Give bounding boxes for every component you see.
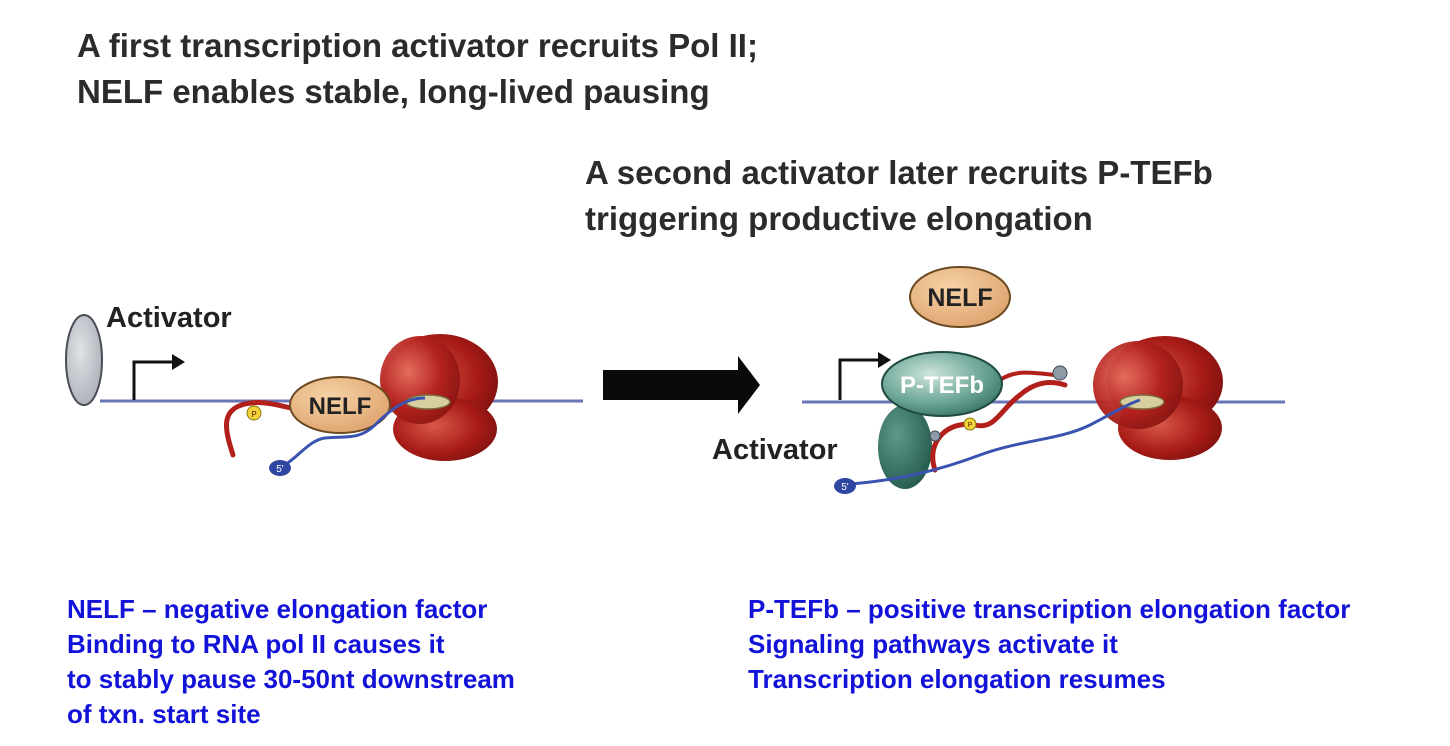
caption-ptefb-line-1: P-TEFb – positive transcription elongati… [748,594,1351,624]
right-rna-5prime-cap-icon: 5' [834,478,856,494]
heading-first-activator-line-1: A first transcription activator recruits… [77,27,758,64]
left-rna-5prime-label: 5' [276,464,284,475]
left-tss-arrow-icon [132,354,185,400]
right-phosphate-icon: P [963,417,977,431]
heading-second-activator-line-1: A second activator later recruits P-TEFb [585,154,1213,191]
right-ptefb-label: P-TEFb [900,372,984,399]
right-rna-5prime-label: 5' [841,482,849,493]
left-rna-5prime-cap-icon: 5' [269,460,291,476]
transition-arrow-icon [603,356,760,414]
left-nelf-label: NELF [309,393,372,420]
right-free-nelf-shape [909,266,1011,328]
right-ctd-red [998,370,1057,382]
left-pol-ii-shape [380,334,498,461]
caption-nelf-line-1: NELF – negative elongation factor [67,594,488,624]
heading-first-activator-line-2: NELF enables stable, long-lived pausing [77,73,710,110]
heading-first-activator: A first transcription activator recruits… [77,23,758,115]
left-panel: Activator NELF P 5' [65,302,583,476]
right-nelf-label: NELF [927,284,992,312]
right-rna-strand [849,398,1141,486]
right-ptefb-shape [881,351,1003,417]
left-activator-shape [65,314,103,406]
right-activator-label: Activator [712,434,838,466]
caption-nelf: NELF – negative elongation factor Bindin… [67,592,515,732]
caption-nelf-line-4: of txn. start site [67,699,261,729]
left-phosphate-label: P [251,410,256,419]
right-activator-shape [878,405,932,489]
right-phosphate-grey-small-icon [929,430,941,442]
caption-ptefb: P-TEFb – positive transcription elongati… [748,592,1350,697]
right-pol-ii-shape [1093,336,1223,460]
left-nelf-shape [289,376,391,434]
right-panel: NELF Activator P P-TEFb [712,266,1285,494]
right-tss-arrow-icon [838,352,891,400]
left-activator-label: Activator [106,302,232,334]
caption-nelf-line-2: Binding to RNA pol II causes it [67,629,445,659]
caption-ptefb-line-3: Transcription elongation resumes [748,664,1166,694]
caption-nelf-line-3: to stably pause 30-50nt downstream [67,664,515,694]
right-phosphate-grey-icon [1052,365,1068,381]
left-rna-strand [284,396,426,467]
caption-ptefb-line-2: Signaling pathways activate it [748,629,1118,659]
heading-second-activator: A second activator later recruits P-TEFb… [585,150,1213,242]
right-phosphate-label: P [968,422,973,429]
left-phosphate-icon: P [246,405,262,421]
heading-second-activator-line-2: triggering productive elongation [585,200,1093,237]
